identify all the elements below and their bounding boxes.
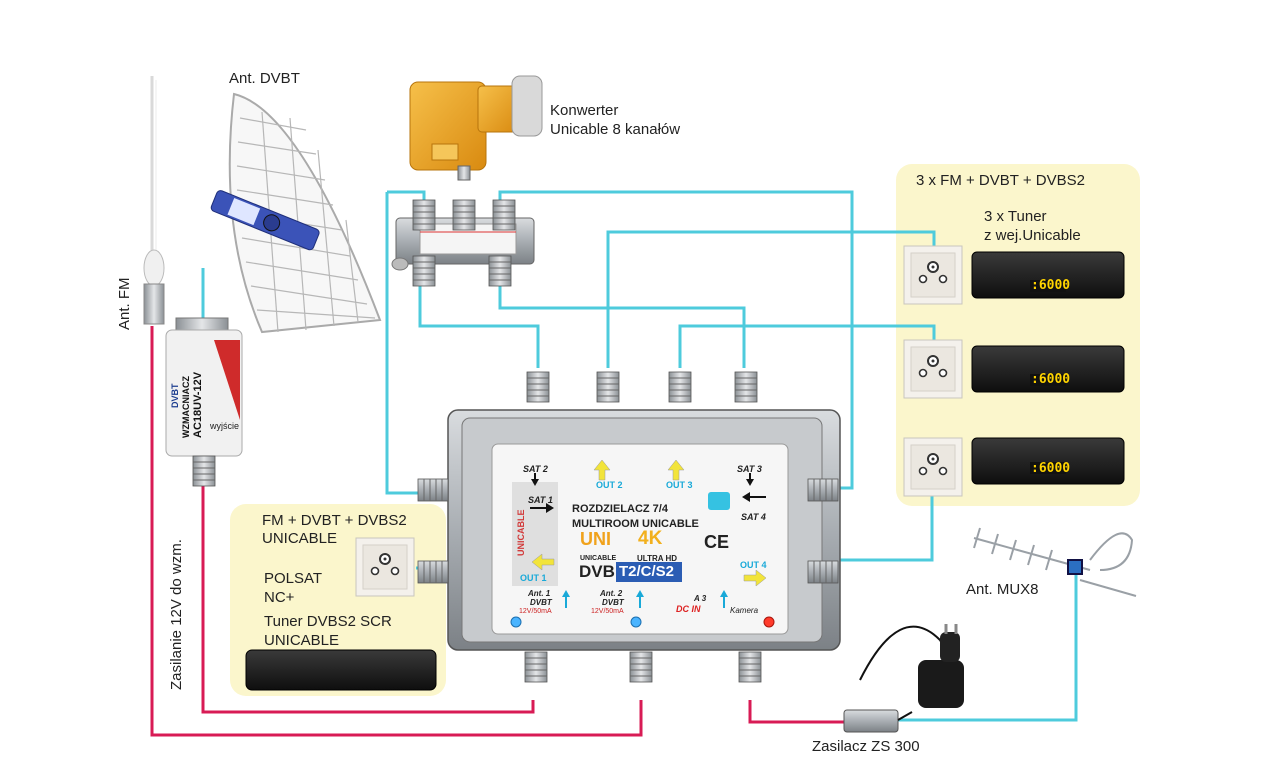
wall-socket-left [355, 537, 415, 597]
label-ant-fm: Ant. FM [116, 277, 133, 330]
splitter-ultra-hd: ULTRA HD [637, 554, 677, 563]
cable-out4-tuner3 [836, 496, 934, 562]
splitter-sat1: SAT 1 [528, 495, 553, 505]
splitter-kamera: Kamera [730, 606, 759, 615]
cable-dc-in [748, 700, 844, 724]
splitter-sat3: SAT 3 [737, 464, 762, 474]
splitter-ant1-2: DVBT [530, 598, 552, 607]
splitter-sat2: SAT 2 [523, 464, 548, 474]
mux8-antenna [973, 527, 1137, 597]
splitter-ce: CE [704, 532, 730, 552]
label-ant-mux8: Ant. MUX8 [966, 581, 1039, 598]
label-tuner-1: 3 x Tuner [984, 208, 1047, 225]
splitter-sat4: SAT 4 [741, 512, 766, 522]
splitter-title-2: MULTIROOM UNICABLE [572, 518, 699, 530]
amp-model: AC18UV-12V [192, 371, 204, 438]
amp-brand: DVBT [170, 383, 180, 409]
splitter-out1: OUT 1 [520, 573, 547, 583]
splitter-dvb-variants: T2/C/S2 [619, 563, 675, 580]
small-splitter [391, 199, 535, 287]
fm-antenna [143, 76, 165, 325]
splitter-unicable-small: UNICABLE [580, 555, 617, 562]
label-konwerter-2: Unicable 8 kanałów [550, 121, 681, 138]
amp-bottom-text: wyjście [210, 421, 240, 431]
splitter-side-text: UNICABLE [516, 509, 526, 557]
tuner-scr-box [245, 649, 437, 691]
label-right-panel-title: 3 x FM + DVBT + DVBS2 [916, 172, 1085, 189]
label-polsat-1: POLSAT [264, 570, 323, 587]
cable-sat4 [498, 283, 746, 368]
cable-mux8 [898, 572, 1078, 722]
label-left-panel-1: FM + DVBT + DVBS2 [262, 512, 407, 529]
splitter-uni-logo: UNI [580, 529, 611, 549]
dvbt-grid-antenna [210, 92, 382, 334]
splitter-4k: 4K [638, 528, 663, 549]
splitter-out3: OUT 3 [666, 480, 693, 490]
cable-out-tuner1 [606, 230, 936, 368]
label-tuner-scr-2: UNICABLE [264, 632, 340, 649]
splitter-ant1-spec: 12V/50mA [519, 608, 552, 615]
wall-socket-1 [903, 245, 963, 305]
cable-out-tuner2 [678, 324, 936, 368]
splitter-title-1: ROZDZIELACZ 7/4 [572, 503, 668, 515]
receiver-3 [971, 437, 1125, 485]
label-ant-dvbt: Ant. DVBT [229, 70, 300, 87]
wall-socket-3 [903, 437, 963, 497]
label-tuner-2: z wej.Unicable [984, 227, 1081, 244]
red-cables [150, 326, 844, 737]
power-supply [843, 624, 964, 733]
label-konwerter-1: Konwerter [550, 102, 619, 119]
label-polsat-2: NC+ [264, 589, 295, 606]
splitter-a3-1: A 3 [694, 594, 707, 603]
splitter-dvb-logo: DVB [579, 562, 615, 581]
cable-sat1-top [418, 283, 540, 368]
splitter-out2: OUT 2 [596, 480, 623, 490]
splitter-out4: OUT 4 [740, 560, 767, 570]
splitter-ant1-1: Ant. 1 [528, 589, 551, 598]
wall-socket-2 [903, 339, 963, 399]
main-splitter [417, 371, 841, 683]
splitter-ant2-2: DVBT [602, 598, 624, 607]
splitter-a3-2: DC IN [676, 604, 701, 614]
receiver-1-display: :6000 [1031, 278, 1071, 293]
receiver-2-display: :6000 [1031, 372, 1071, 387]
splitter-ant2-spec: 12V/50mA [591, 608, 624, 615]
label-left-panel-2: UNICABLE [262, 530, 338, 547]
splitter-ant2-1: Ant. 2 [600, 589, 623, 598]
cable-sat3 [498, 190, 854, 490]
cable-fm [150, 326, 643, 737]
lnb-converter [409, 75, 543, 181]
amp-type: WZMACNIACZ [181, 376, 191, 438]
receiver-1 [971, 251, 1125, 299]
label-zasilanie: Zasilanie 12V do wzm. [168, 539, 185, 690]
label-tuner-scr-1: Tuner DVBS2 SCR [264, 613, 392, 630]
receiver-2 [971, 345, 1125, 393]
cable-amp-ant1 [201, 485, 535, 714]
label-zasilacz: Zasilacz ZS 300 [812, 738, 920, 755]
dvbt-amplifier [165, 317, 243, 487]
receiver-3-display: :6000 [1031, 461, 1071, 476]
